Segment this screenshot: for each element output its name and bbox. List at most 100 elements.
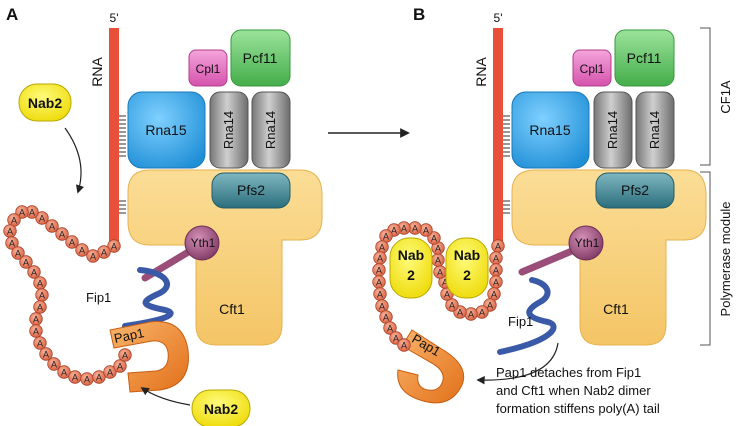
poly-a-a-bead-label: A <box>59 230 65 240</box>
rna14-subunit-b2 <box>635 91 675 169</box>
rna14-label-b1: Rna14 <box>605 111 620 149</box>
rna14-label-b2: Rna14 <box>647 111 662 149</box>
poly-a-b-bead-label: A <box>495 242 501 252</box>
rna-five-prime-label: 5' <box>110 11 119 25</box>
poly-a-b-bead-label: A <box>444 290 450 300</box>
poly-a-b-bead-label: A <box>493 278 499 288</box>
rna-label: RNA <box>89 57 105 87</box>
poly-a-b-bead <box>445 298 459 312</box>
nab2-dimer-right-label-1: Nab <box>454 247 480 263</box>
nab2-protein-top <box>18 83 72 122</box>
poly-a-b-bead-label: A <box>423 226 429 236</box>
rna15-label-b: Rna15 <box>529 122 570 138</box>
rna15-binding-ticks <box>119 115 126 157</box>
poly-a-b-bead-label: A <box>379 302 385 312</box>
poly-a-a-bead-label: A <box>7 227 13 237</box>
poly-a-a-bead <box>45 219 59 233</box>
rna15-label: Rna15 <box>145 122 186 138</box>
poly-a-a-bead <box>55 227 69 241</box>
poly-a-b-bead-label: A <box>401 341 407 351</box>
polymerase-module-label: Polymerase module <box>718 202 733 317</box>
pcf11-subunit <box>230 29 291 87</box>
nab2-label-bottom: Nab2 <box>204 401 238 417</box>
yth1-subunit <box>184 225 220 261</box>
poly-a-a-bead <box>107 239 121 253</box>
poly-a-a-bead-label: A <box>117 362 123 372</box>
poly-a-b-bead <box>427 231 441 245</box>
poly-a-b-bead-label: A <box>487 301 493 311</box>
rna14-subunit-2 <box>251 91 291 169</box>
pfs2-label: Pfs2 <box>237 182 265 198</box>
poly-a-b-bead-label: A <box>437 268 443 278</box>
cft1-label-b: Cft1 <box>603 301 629 317</box>
cpl1-label-b: Cpl1 <box>580 62 605 76</box>
poly-a-a-bead <box>33 300 47 314</box>
pcf11-subunit-b <box>614 29 675 87</box>
poly-a-b-bead-label: A <box>401 224 407 234</box>
pap1-label: Pap1 <box>113 325 146 346</box>
poly-a-b-bead-label: A <box>493 266 499 276</box>
poly-a-a-bead-label: A <box>79 246 85 256</box>
poly-a-a-bead <box>118 348 132 362</box>
caption-line-1: Pap1 detaches from Fip1 <box>496 365 641 380</box>
pfs2-subunit-b <box>595 172 675 209</box>
poly-a-a-bead-label: A <box>107 368 113 378</box>
poly-a-a-bead-label: A <box>9 239 15 249</box>
rna15-subunit-b <box>511 91 590 169</box>
poly-a-a-bead-label: A <box>15 249 21 259</box>
poly-a-b-bead-label: A <box>383 232 389 242</box>
panel-b-letter: B <box>413 5 425 24</box>
poly-a-a-bead <box>27 265 41 279</box>
poly-a-a-bead-label: A <box>51 360 57 370</box>
cft1-binding-ticks <box>119 200 126 214</box>
poly-a-b-bead-label: A <box>412 224 418 234</box>
poly-a-a-bead <box>15 205 29 219</box>
poly-a-b-bead-label: A <box>442 278 448 288</box>
poly-a-b-bead-label: A <box>376 278 382 288</box>
poly-a-a-bead <box>19 255 33 269</box>
poly-a-a-bead-label: A <box>39 214 45 224</box>
poly-a-a-bead-label: A <box>101 248 107 258</box>
cft1-label: Cft1 <box>219 301 245 317</box>
fip1-label: Fip1 <box>86 290 111 305</box>
poly-a-b-bead-label: A <box>377 290 383 300</box>
poly-a-a-bead <box>35 211 49 225</box>
poly-a-a-bead-label: A <box>43 350 49 360</box>
poly-a-b-bead-label: A <box>435 244 441 254</box>
poly-a-a-bead-label: A <box>31 268 37 278</box>
cft1-body <box>127 169 323 346</box>
rna-five-prime-label-b: 5' <box>494 11 503 25</box>
nab2-binding-arrow-top <box>64 127 85 194</box>
poly-a-a-bead-label: A <box>72 373 78 383</box>
cpl1-label: Cpl1 <box>196 62 221 76</box>
poly-a-b-bead-label: A <box>449 301 455 311</box>
cft1-binding-ticks-b <box>503 200 510 214</box>
poly-a-b-bead-label: A <box>391 226 397 236</box>
poly-a-b-bead <box>383 321 397 335</box>
poly-a-a-bead <box>65 235 79 249</box>
rna-strand-b <box>493 28 503 246</box>
polymerase-module-bracket <box>700 171 711 346</box>
rna14-subunit-1 <box>209 91 249 169</box>
cf1a-bracket <box>700 27 711 166</box>
panel-a: A Cft1 5' RNA Rna15 Rna14 Rna14 <box>3 5 323 426</box>
pfs2-subunit <box>211 172 291 209</box>
nab2-binding-arrow-bottom <box>140 387 191 406</box>
poly-a-a-bead-label: A <box>61 368 67 378</box>
poly-a-b-bead-label: A <box>479 308 485 318</box>
yth1-label-b: Yth1 <box>575 236 600 250</box>
poly-a-a-bead <box>29 324 43 338</box>
poly-a-a-bead-label: A <box>29 208 35 218</box>
rna14-label-2: Rna14 <box>263 111 278 149</box>
poly-a-a-bead-label: A <box>69 238 75 248</box>
fip1-label-b: Fip1 <box>508 314 533 329</box>
cft1-body-b <box>511 169 707 346</box>
nab2-dimer-left-label-1: Nab <box>398 247 424 263</box>
poly-a-a-bead-label: A <box>96 373 102 383</box>
rna-strand <box>109 28 119 246</box>
poly-a-b-bead-label: A <box>376 266 382 276</box>
nab2-dimer-left-label-2: 2 <box>407 267 415 283</box>
poly-a-b-bead-label: A <box>379 243 385 253</box>
